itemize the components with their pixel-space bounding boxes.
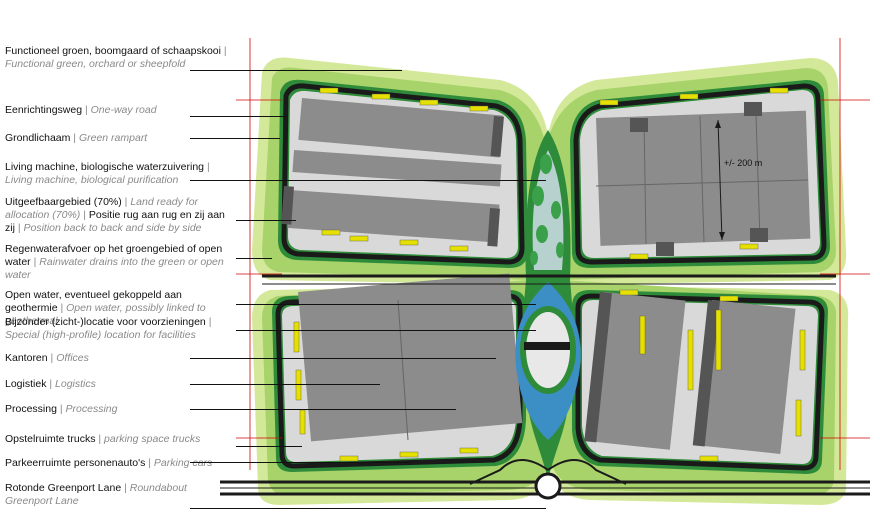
grid-lines xyxy=(236,38,870,470)
label-truck-parking: Opstelruimte trucks | parking space truc… xyxy=(5,433,201,445)
leader-land-allocation xyxy=(236,220,296,221)
parking-strips xyxy=(293,87,806,462)
label-living-machine: Living machine, biologische waterzuiveri… xyxy=(5,161,210,186)
label-offices: Kantoren | Offices xyxy=(5,352,89,364)
label-special-location: Bijzonder (zicht-)locatie voor voorzieni… xyxy=(5,316,212,341)
quadrant-top-left xyxy=(278,79,528,268)
label-land-allocation: Uitgeefbaargebied (70%) | Land ready for… xyxy=(5,196,225,234)
leader-open-water xyxy=(236,304,536,305)
dimension-label: +/- 200 m xyxy=(724,158,763,168)
label-rainwater: Regenwaterafvoer op het groengebied of o… xyxy=(5,243,224,281)
label-logistics: Logistiek | Logistics xyxy=(5,378,96,390)
label-car-parking: Parkeerruimte personenauto's | Parking c… xyxy=(5,457,213,469)
leader-green-rampart xyxy=(190,138,280,139)
label-open-water: Open water, eventueel gekoppeld aan geot… xyxy=(5,289,206,327)
leader-offices xyxy=(190,358,496,359)
quadrant-bottom-left xyxy=(272,273,526,472)
roundabout-marker xyxy=(534,472,562,500)
leader-special-location xyxy=(236,330,536,331)
leader-logistics xyxy=(190,384,380,385)
label-processing: Processing | Processing xyxy=(5,403,118,415)
label-green-rampart: Grondlichaam | Green rampart xyxy=(5,132,148,144)
leader-processing xyxy=(190,409,456,410)
leader-living-machine xyxy=(190,180,546,181)
label-one-way-road: Eenrichtingsweg | One-way road xyxy=(5,104,157,116)
leader-one-way-road xyxy=(190,116,286,117)
leader-truck-parking xyxy=(236,446,302,447)
leader-car-parking xyxy=(190,462,410,463)
quadrant-bottom-right xyxy=(572,290,828,474)
quadrant-top-right xyxy=(570,80,830,268)
label-roundabout: Rotonde Greenport Lane | Roundabout Gree… xyxy=(5,482,187,507)
leader-functional-green xyxy=(190,70,402,71)
leader-roundabout xyxy=(190,508,546,509)
label-functional-green: Functioneel groen, boomgaard of schaapsk… xyxy=(5,45,227,70)
leader-rainwater xyxy=(236,258,272,259)
